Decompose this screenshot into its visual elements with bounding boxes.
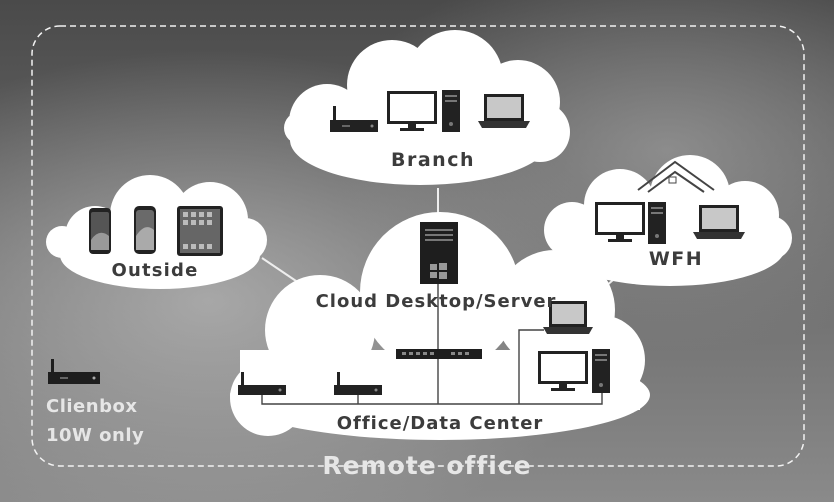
- outside-smartphone-icon: [134, 206, 156, 254]
- outside-tablet-icon: [177, 206, 223, 256]
- cloud-server-icon: [420, 222, 458, 284]
- office-tower-icon: [592, 349, 610, 393]
- wfh-tower-icon: [648, 202, 666, 244]
- branch-laptop-icon: [478, 94, 530, 128]
- outside-phone-icon: [89, 208, 111, 254]
- wfh-monitor-icon: [595, 202, 645, 242]
- branch-label: Branch: [391, 149, 475, 171]
- cloud-desktop-server-label: Cloud Desktop/Server: [316, 291, 557, 312]
- remote-office-boundary: [31, 25, 805, 467]
- network-switch-icon: [396, 349, 482, 359]
- office-monitor-icon: [538, 351, 588, 391]
- wfh-label: WFH: [649, 248, 703, 270]
- windows-logo-icon: [430, 263, 447, 279]
- clienbox-note-line1: Clienbox: [46, 396, 137, 417]
- clienbox-device-icon: [48, 359, 100, 384]
- branch-mini-pc-icon: [330, 106, 378, 132]
- office-mini-pc-1-icon: [238, 372, 286, 395]
- office-network-lines: [261, 280, 603, 405]
- office-data-center-label: Office/Data Center: [337, 413, 544, 434]
- office-laptop-icon: [543, 301, 593, 334]
- office-mini-pc-2-icon: [334, 372, 382, 395]
- branch-tower-icon: [442, 90, 460, 132]
- house-icon: [637, 160, 715, 193]
- wfh-laptop-icon: [693, 205, 745, 239]
- branch-monitor-icon: [387, 91, 437, 131]
- clienbox-note-line2: 10W only: [46, 425, 144, 446]
- outside-label: Outside: [111, 260, 198, 281]
- remote-office-title: Remote office: [322, 451, 531, 480]
